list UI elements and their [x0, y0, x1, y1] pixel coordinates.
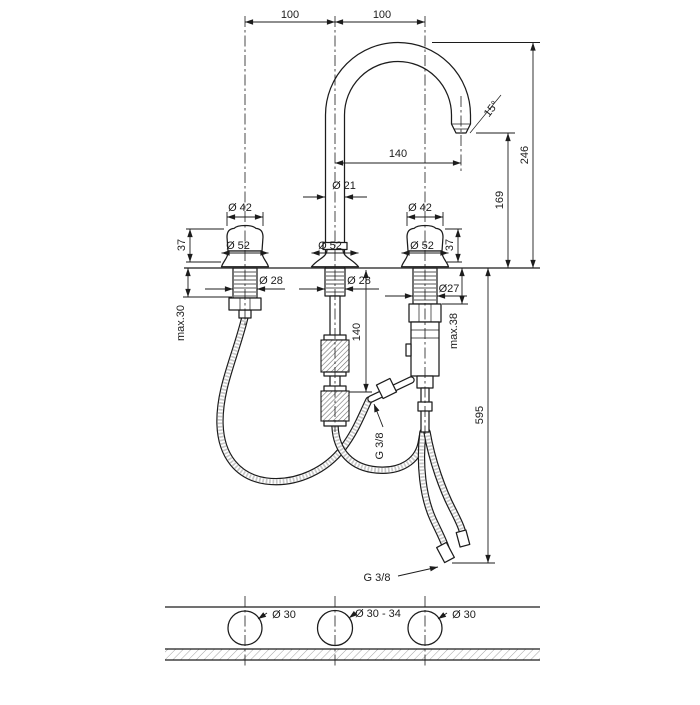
- hose-left: [216, 313, 373, 486]
- dim-max38-label: max.38: [448, 313, 460, 349]
- dim-140-reach-label: 140: [389, 148, 407, 160]
- dim-169-label: 169: [494, 191, 506, 209]
- dim-140-drop-label: 140: [351, 323, 363, 341]
- cutout-dia30-34-center-label: Ø 30 - 34: [355, 608, 401, 620]
- dim-dia52-left-label: Ø 52: [226, 240, 250, 252]
- dim-15deg-label: 15°: [482, 99, 502, 120]
- g38-side-leader: [373, 403, 384, 428]
- thread-g38-bottom-label: G 3/8: [364, 572, 391, 584]
- dim-dia42-right-label: Ø 42: [408, 202, 432, 214]
- dim-max30-label: max.30: [175, 305, 187, 341]
- right-valve-body: [405, 267, 442, 433]
- supply-hoses: [417, 428, 467, 552]
- dim-dia28-left-label: Ø 28: [259, 275, 283, 287]
- elbow-nut: [375, 377, 398, 400]
- dim-dia42-left-label: Ø 42: [228, 202, 252, 214]
- dim-100-left-label: 100: [281, 9, 299, 21]
- angle-15-reference-line: [469, 94, 502, 134]
- dim-dia52-center-label: Ø 52: [318, 240, 342, 252]
- thread-g38-side-label: G 3/8: [374, 433, 386, 460]
- dim-dia52-right-label: Ø 52: [410, 240, 434, 252]
- dimension-annotations: [183, 19, 540, 620]
- g38-elbow-connection: [367, 376, 415, 403]
- dim-dia27-right-label: Ø27: [439, 283, 460, 295]
- section-hatch-band: [165, 649, 540, 660]
- hose-end-connector-2: [455, 529, 471, 548]
- countertop-cutout-section: [165, 606, 540, 661]
- cutout-dia30-right-label: Ø 30: [452, 609, 476, 621]
- cutout-dia30-left-label: Ø 30: [272, 609, 296, 621]
- dim-100-right-label: 100: [373, 9, 391, 21]
- dim-37-left-label: 37: [176, 239, 188, 251]
- dimension-labels: 100 100 140 15° 246 169 Ø 21 Ø 42 Ø 42 3…: [175, 9, 531, 621]
- dim-dia28-center-label: Ø 28: [347, 275, 371, 287]
- centerlines: [244, 16, 462, 668]
- hose-end-connectors: [436, 529, 471, 564]
- g38-bottom-leader: [397, 566, 439, 577]
- dim-595-label: 595: [474, 406, 486, 424]
- dim-246-label: 246: [519, 146, 531, 164]
- hose-center: [331, 422, 427, 474]
- hose-end-connector-1: [436, 541, 455, 564]
- dim-dia21-label: Ø 21: [332, 180, 356, 192]
- dim-37-right-label: 37: [444, 239, 456, 251]
